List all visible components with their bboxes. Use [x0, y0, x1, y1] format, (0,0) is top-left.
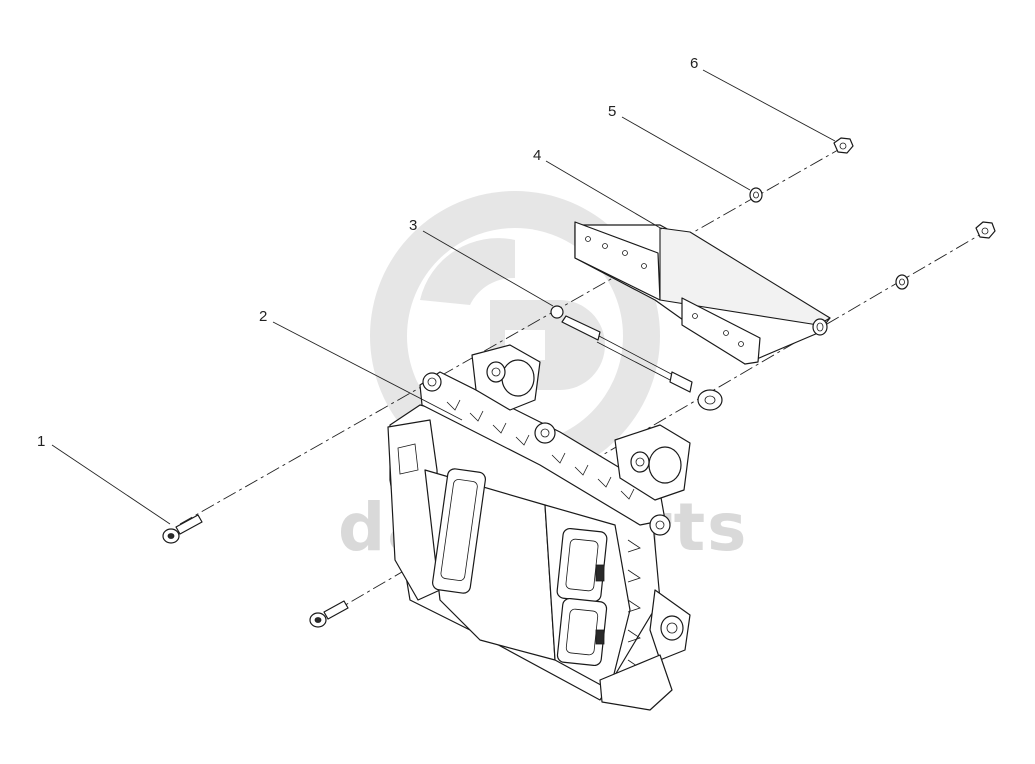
mounting-ear-right [649, 514, 671, 536]
isolator-mount-left [471, 344, 541, 411]
callout-5: 5 [608, 103, 616, 120]
mounting-ear-left [422, 372, 442, 392]
callout-labels: 1 2 3 4 5 6 [37, 55, 698, 450]
callout-3: 3 [409, 217, 417, 234]
isolator-mount-right [614, 424, 691, 501]
callout-1: 1 [37, 433, 45, 450]
leader-lines [51, 69, 836, 525]
callout-6: 6 [690, 55, 698, 72]
top-ribs [446, 399, 635, 500]
washer-lower [895, 274, 909, 290]
callout-2: 2 [259, 308, 267, 325]
stud-bolt [550, 305, 723, 411]
washer-upper [749, 187, 763, 203]
screw-upper [162, 514, 203, 544]
callout-4: 4 [533, 147, 541, 164]
mounting-ear-center [534, 422, 556, 444]
nut-lower [975, 221, 996, 239]
connector-right-upper [556, 527, 608, 603]
screw-lower [309, 600, 349, 628]
connector-left [432, 468, 486, 594]
connector-right-lower [556, 597, 608, 667]
nut-upper [833, 137, 854, 154]
electronic-control-unit [387, 344, 691, 711]
mounting-boss-bottom [599, 589, 691, 711]
mounting-bracket [574, 221, 831, 365]
